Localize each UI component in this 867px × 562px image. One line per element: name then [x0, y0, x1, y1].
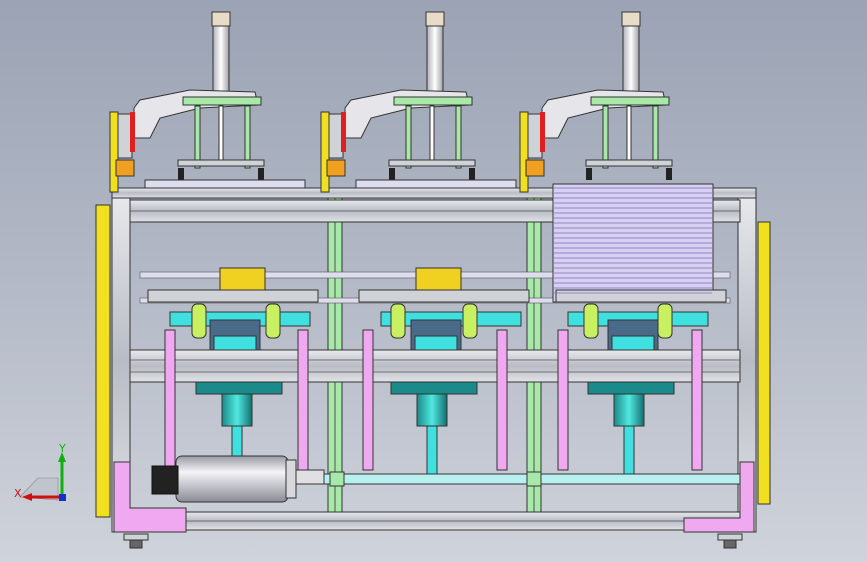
drive-assembly[interactable]	[151, 455, 741, 503]
left-yellow-panel	[95, 204, 111, 518]
station-1[interactable]	[109, 11, 319, 477]
coordinate-triad-icon: Y X	[14, 442, 66, 501]
vertical-cylinder	[212, 25, 230, 97]
axis-y-label: Y	[58, 442, 66, 455]
axis-x-label: X	[14, 487, 22, 500]
cylinder-cap	[211, 11, 231, 27]
base-brackets	[113, 461, 755, 549]
right-yellow-panel	[757, 221, 771, 505]
plate-lines	[554, 187, 712, 294]
motor-body	[175, 455, 289, 503]
station-3[interactable]	[519, 11, 727, 477]
middle-beam	[129, 349, 741, 383]
station-2[interactable]	[320, 11, 530, 477]
